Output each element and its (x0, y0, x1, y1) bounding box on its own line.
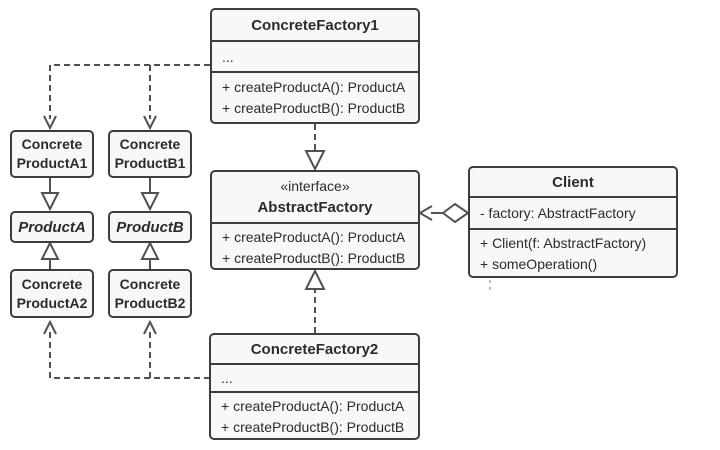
abstract-class-producta: ProductA (10, 211, 94, 243)
class-title-line2: ProductA1 (16, 155, 88, 171)
generalization-concreteproductb2-to-productb (140, 240, 160, 269)
class-title: ProductB (116, 218, 184, 236)
class-fields-ellipsis: ... (211, 363, 418, 391)
class-title-line1: Concrete (21, 275, 83, 292)
realization-concretefactory2-to-abstractfactory (304, 268, 326, 333)
dependency-concretefactory1-to-concreteproducta1 (43, 64, 210, 131)
hollow-triangle-icon (304, 268, 326, 290)
class-concretefactory2: ConcreteFactory2 ... + createProductA():… (209, 333, 420, 440)
class-concreteproducta1: Concrete ProductA1 (10, 130, 94, 178)
aggregation-client-to-abstractfactory (418, 202, 470, 224)
abstract-class-productb: ProductB (108, 211, 192, 243)
class-title: AbstractFactory (257, 199, 373, 216)
class-title-line2: ProductB1 (114, 155, 186, 171)
hollow-triangle-icon (40, 192, 60, 212)
class-concreteproductb1: Concrete ProductB1 (108, 130, 192, 178)
method: + createProductA(): ProductA (222, 78, 406, 95)
class-title-line1: Concrete (119, 136, 181, 152)
class-title: ConcreteFactory1 (251, 16, 379, 34)
open-arrowhead-icon (43, 115, 57, 131)
class-title-line1: Concrete (21, 136, 83, 152)
attribute: - factory: AbstractFactory (480, 204, 636, 221)
generalization-concreteproducta2-to-producta (40, 240, 60, 269)
class-concreteproducta2: Concrete ProductA2 (10, 269, 94, 318)
method: + createProductB(): ProductB (222, 99, 406, 116)
open-arrowhead-icon (43, 319, 57, 335)
class-methods: + Client(f: AbstractFactory) + someOpera… (470, 228, 676, 278)
open-arrowhead-icon (143, 115, 157, 131)
class-fields-ellipsis: ... (212, 40, 418, 71)
class-methods: + createProductA(): ProductA + createPro… (212, 71, 418, 122)
class-header: «interface» AbstractFactory (212, 172, 418, 222)
class-title-line2: ProductA2 (16, 294, 88, 311)
interface-abstractfactory: «interface» AbstractFactory + createProd… (210, 170, 420, 270)
method: + createProductA(): ProductA (221, 398, 405, 414)
realization-concretefactory1-to-abstractfactory (304, 124, 326, 172)
class-title-line2: ProductB2 (114, 294, 186, 311)
method: + someOperation() (480, 256, 598, 272)
hollow-triangle-icon (140, 192, 160, 212)
class-title: ConcreteFactory2 (250, 340, 379, 358)
class-client: Client - factory: AbstractFactory + Clie… (468, 166, 678, 278)
method: + createProductB(): ProductB (221, 419, 405, 435)
class-title-line1: Concrete (119, 275, 181, 292)
class-concretefactory1: ConcreteFactory1 ... + createProductA():… (210, 8, 420, 124)
class-methods: + createProductA(): ProductA + createPro… (211, 391, 418, 441)
class-methods: + createProductA(): ProductA + createPro… (212, 222, 418, 272)
class-concreteproductb2: Concrete ProductB2 (108, 269, 192, 318)
method: + Client(f: AbstractFactory) (480, 235, 647, 251)
class-title: ProductA (18, 218, 86, 236)
class-attributes: - factory: AbstractFactory (470, 196, 676, 228)
dependency-concretefactory1-to-concreteproductb1 (143, 65, 157, 131)
class-title: Client (552, 173, 594, 191)
dependency-concretefactory2-to-concreteproducta2 (43, 319, 210, 379)
stereotype-label: «interface» (280, 178, 350, 194)
generalization-concreteproducta1-to-producta (40, 178, 60, 212)
method: + createProductA(): ProductA (222, 229, 406, 245)
open-arrowhead-icon (418, 205, 433, 221)
hollow-triangle-icon (40, 240, 60, 260)
generalization-concreteproductb1-to-productb (140, 178, 160, 212)
hollow-triangle-icon (304, 150, 326, 172)
dependency-concretefactory2-to-concreteproductb2 (143, 319, 157, 378)
hollow-triangle-icon (140, 240, 160, 260)
method: + createProductB(): ProductB (222, 250, 406, 266)
hollow-diamond-icon (441, 202, 470, 224)
open-arrowhead-icon (143, 319, 157, 335)
